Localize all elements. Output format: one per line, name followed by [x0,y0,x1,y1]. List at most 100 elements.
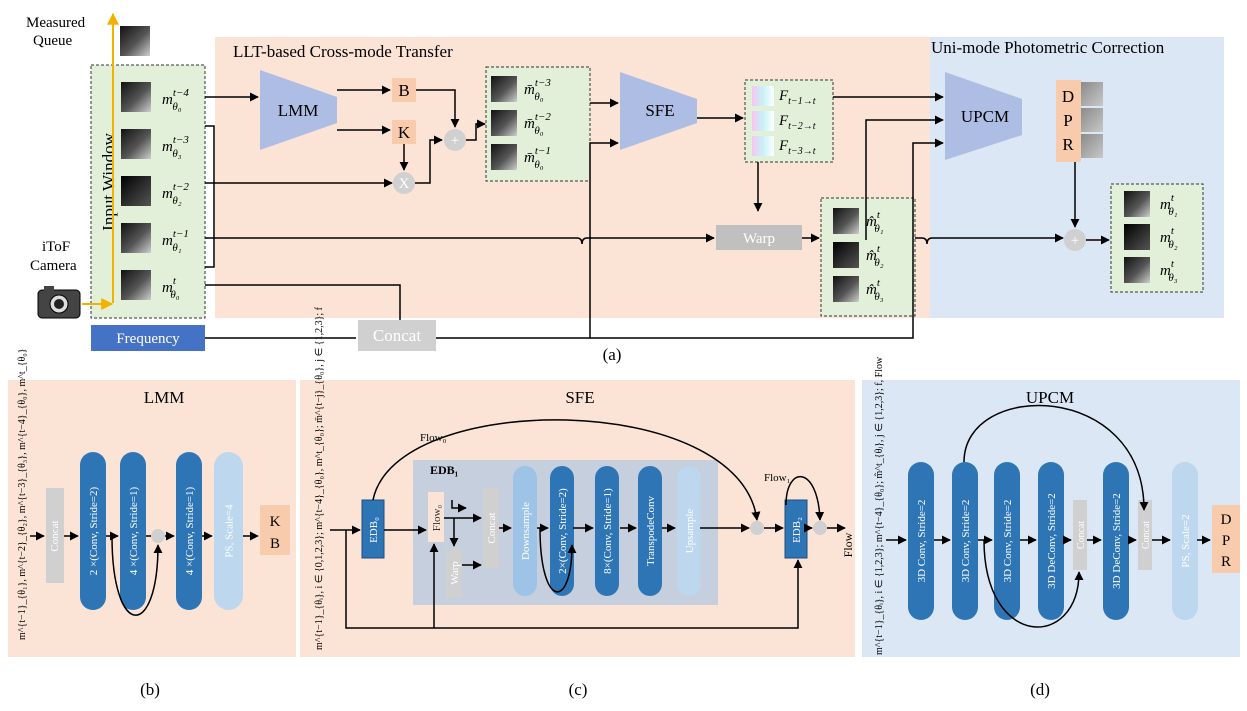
upcm-block-label: 3D Conv, Stride=2 [960,500,972,583]
upcm-blocks: 3D Conv, Stride=2 3D Conv, Stride=2 3D Con… [908,462,1198,620]
upcm-panel-title: UPCM [1026,388,1074,407]
output-add-label: + [1071,233,1079,249]
sfe-block [550,466,574,596]
lmm-shape [260,70,337,150]
llt-title: LLT-based Cross-mode Transfer [233,42,453,61]
flow-label: Ft−2→t [778,113,816,132]
upcm-block [908,462,934,620]
upcm-shape [945,72,1022,160]
upcm-block-label: PS, Scale=2 [1180,514,1192,567]
sfe-concat-block [483,488,499,568]
input-frame-thumb [121,270,151,300]
sfe-block [595,466,619,596]
dpr-r: R [1062,135,1074,154]
sfe-out-label: Flow [841,532,855,557]
sfe-add-icon-1 [750,521,764,535]
transfer-frame-thumb [491,110,517,136]
flow-thumb [752,86,774,106]
caption-c: (c) [569,680,588,699]
lmm-concat-label: Concat [49,520,61,551]
warped-frame-thumb [833,242,859,268]
lmm-out-b: B [270,536,280,552]
k-box [392,120,416,144]
upcm-out-r: R [1221,554,1231,570]
upcm-block [994,462,1020,620]
flow1-label: Flow₁ [764,472,791,484]
measured-queue-label-1: Measured [26,15,86,31]
sfe-warp-block [446,548,462,598]
sfe-add-icon-2 [813,521,827,535]
lmm-block [176,452,202,610]
transfer-frame-thumb [491,76,517,102]
upcm-block [1172,462,1198,620]
sfe-block-label: Upsample [684,509,696,554]
frequency-label: Frequency [116,331,180,347]
sfe-shape [620,72,697,150]
lmm-block [80,452,106,610]
sfe-block [513,466,537,596]
sfe-block-label: Downsample [520,502,532,560]
lmm-concat-block [46,488,64,583]
multiply-op-label: X [399,176,410,192]
top-connectors [205,85,1110,339]
b-box [392,78,416,102]
output-add-icon [1064,229,1086,251]
sfe-panel-input: m^{t−1}_{θᵢ}, i ∈ {0,1,2,3}; m^{t−4}_{θ₀… [314,306,325,650]
lmm-block-label: 4 ×(Conv, Stride=1) [128,486,140,575]
edb2-label: EDB₂ [791,517,803,543]
warp-box [716,225,802,250]
k-label: K [398,123,411,142]
lmm-panel-input: m^{t−1}_{θ₁}, m^{t−2}_{θ₂}, m^{t−3}_{θ₃}… [17,348,28,640]
upcm-block [1103,462,1129,620]
sfe-connectors [330,419,846,629]
dpr-map-p [1081,108,1103,132]
warp-label: Warp [743,231,775,247]
upcm-concat-label: Concat [1141,521,1152,550]
sfe-panel-title: SFE [565,388,594,407]
input-window-label: Input Window [99,132,118,230]
sfe-label: SFE [645,101,674,120]
upcm-block [952,462,978,620]
upcm-block-label: 3D Conv, Stride=2 [916,500,928,583]
flow0-inner-block [428,492,444,542]
dpr-map-r [1081,134,1103,158]
input-frame-thumb [121,223,151,253]
flows: Ft−1→tFt−2→tFt−3→t [752,86,816,157]
caption-d: (d) [1030,680,1050,699]
output-frame-thumb [1124,257,1150,283]
flow0-top-label: Flow₀ [420,432,447,444]
camera-icon [37,286,81,319]
unimode-title: Uni-mode Photometric Correction [931,38,1165,57]
upcm-block-label: 3D Conv, Stride=2 [1002,500,1014,583]
upcm-panel-input: m^{t−1}_{θᵢ}, i ∈ {1,2,3}; m^{t−4}_{θ₀};… [874,356,885,655]
lmm-label: LMM [278,101,319,120]
lmm-out-k: K [270,514,281,530]
lmm-connectors [30,531,259,616]
upcm-block-label: 3D DeConv, Stride=2 [1046,493,1058,589]
sfe-concat-label: Concat [486,512,498,543]
lmm-block-label: 4 ×(Conv, Stride=1) [184,486,196,575]
transfer-frame-thumb [491,144,517,170]
sfe-block [638,466,662,596]
input-frame-thumb [121,82,151,112]
lmm-block [214,452,243,610]
upcm-concat-block [1138,500,1152,570]
lmm-add-icon [151,529,165,543]
caption-b: (b) [140,680,160,699]
upcm-label: UPCM [961,107,1009,126]
dpr-map-d [1081,82,1103,106]
lmm-block [120,452,146,610]
